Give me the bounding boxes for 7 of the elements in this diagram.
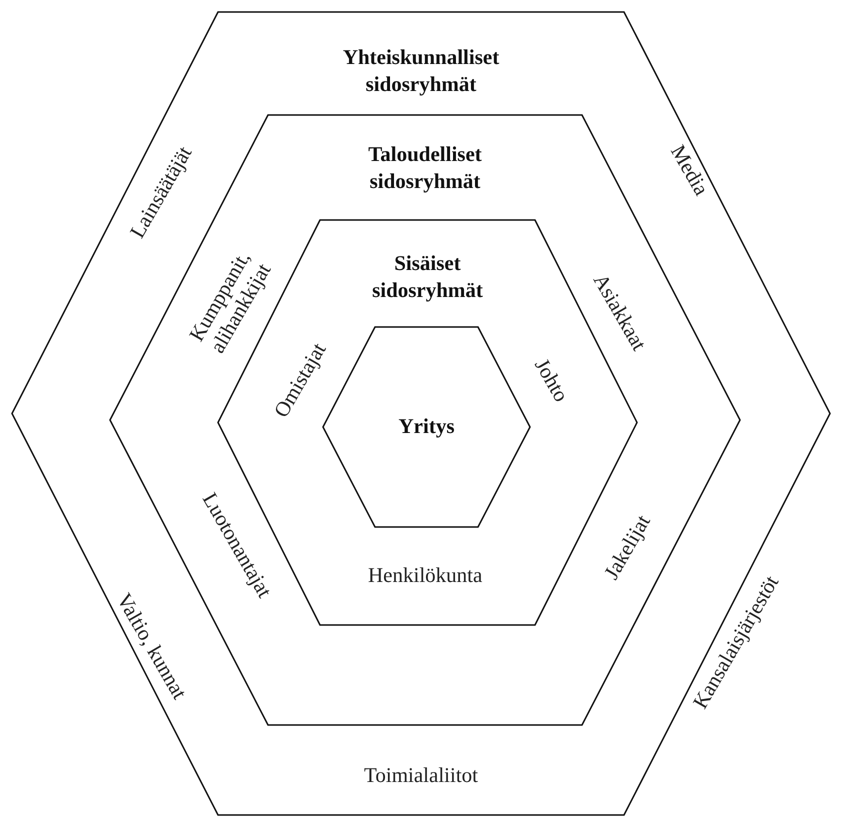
hexagon-ring <box>12 12 830 815</box>
stakeholder-label: Toimialaliitot <box>364 763 478 788</box>
ring-heading: Sisäiset sidosryhmät <box>371 250 484 304</box>
stakeholder-label: Henkilökunta <box>368 563 482 588</box>
ring-heading: Taloudelliset sidosryhmät <box>367 141 483 196</box>
ring-heading: Yhteiskunnalliset sidosryhmät <box>342 44 500 98</box>
ring-heading: Yritys <box>398 413 456 440</box>
